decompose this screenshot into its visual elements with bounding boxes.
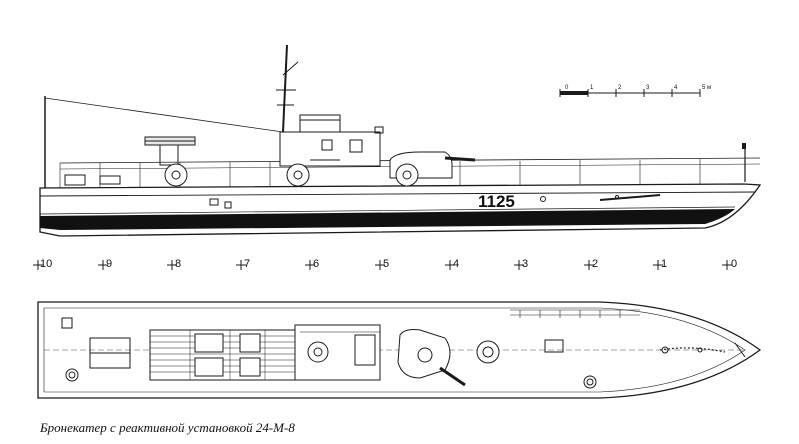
- station-6: 6: [305, 258, 319, 270]
- station-label: 1: [661, 258, 667, 270]
- scale-label: 4: [674, 85, 678, 91]
- launcher-rails-plan: [149, 329, 296, 381]
- turret-plan: [397, 329, 466, 387]
- stern-wire: [44, 97, 291, 134]
- station-label: 5: [383, 258, 389, 270]
- station-label: 3: [522, 258, 528, 270]
- hull-number: 1125: [478, 192, 515, 211]
- side-view: 1125: [39, 44, 762, 237]
- station-label: 4: [453, 258, 459, 270]
- scale-label: 5 м: [702, 85, 711, 91]
- scale-label: 1: [590, 85, 594, 91]
- station-0: 0: [722, 258, 737, 270]
- station-4: 4: [445, 258, 459, 270]
- anchor-chain: [659, 347, 726, 353]
- station-9: 9: [98, 258, 112, 270]
- deckhouse: [279, 114, 384, 187]
- scale-label: 0: [565, 85, 569, 91]
- scale-label: 2: [618, 85, 622, 91]
- station-label: 0: [731, 258, 737, 270]
- station-label: 6: [313, 258, 319, 270]
- station-label: 2: [592, 258, 598, 270]
- station-label: 7: [244, 258, 250, 270]
- station-marks: 10 9 8 7 6 5 4 3: [33, 258, 737, 270]
- life-ring: [65, 368, 79, 382]
- station-1: 1: [653, 258, 667, 270]
- station-3: 3: [514, 258, 528, 270]
- station-label: 8: [175, 258, 181, 270]
- station-5: 5: [375, 258, 389, 270]
- gun-turret: [389, 151, 476, 187]
- deckhouse-plan: [294, 324, 381, 381]
- station-10: 10: [33, 258, 52, 270]
- station-2: 2: [584, 258, 598, 270]
- boot-stripe: [40, 209, 735, 230]
- rocket-launcher: [144, 136, 196, 187]
- scale-bar: 0 1 2 3 4 5 м: [559, 85, 711, 97]
- scale-label: 3: [646, 85, 650, 91]
- mast: [282, 44, 288, 133]
- station-label: 10: [40, 258, 52, 270]
- plan-view: [37, 301, 762, 399]
- station-label: 9: [106, 258, 112, 270]
- station-7: 7: [236, 258, 250, 270]
- drawing-caption: Бронекатер с реактивной установкой 24-М-…: [40, 420, 295, 435]
- station-8: 8: [167, 258, 181, 270]
